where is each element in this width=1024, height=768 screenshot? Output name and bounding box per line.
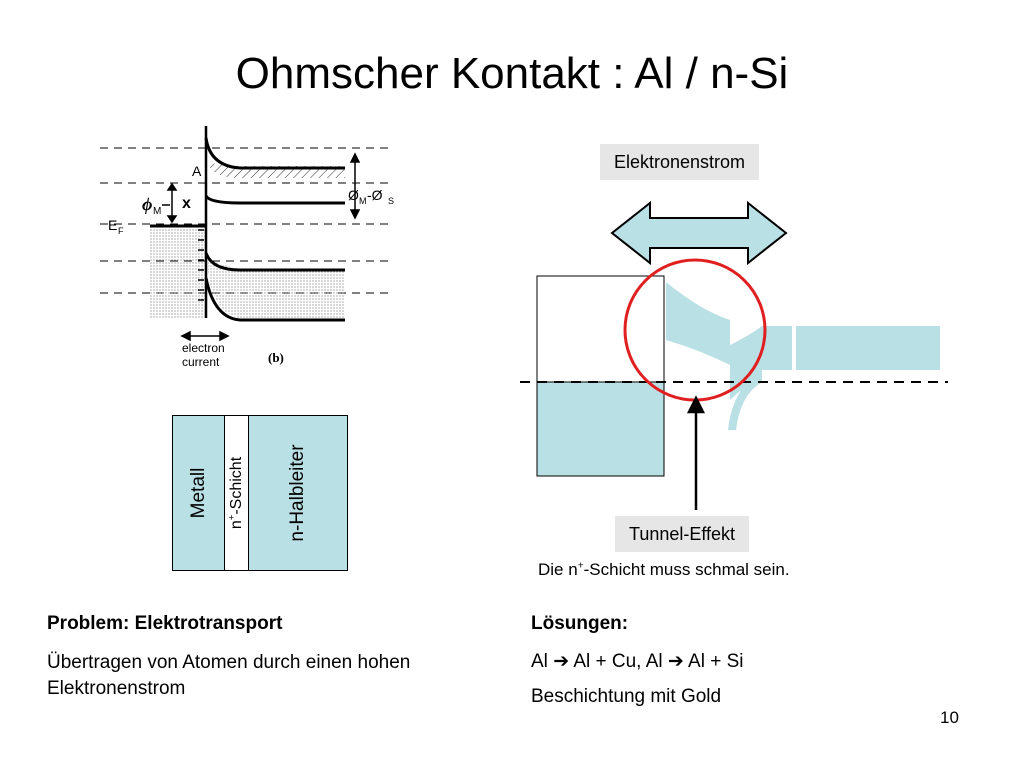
label-a: A [192,163,202,179]
arrow-icon: ➔ [667,651,684,672]
arrow-icon: ➔ [553,651,570,672]
caption-current: current [182,355,220,369]
caption-b: (b) [268,350,284,365]
tunnel-arrow [686,395,706,510]
valence-fill [208,258,345,318]
fermi-level-semi [204,195,345,205]
layer-metall: Metall [173,416,225,570]
metal-fill [150,226,206,318]
metall-label: Metall [187,467,209,519]
loesung-gold: Beschichtung mit Gold [531,686,722,707]
slide-title: Ohmscher Kontakt : Al / n-Si [235,49,789,98]
phi-m-arrow [166,182,178,224]
problem-heading: Problem: Elektrotransport [47,613,283,634]
page-number: 10 [940,708,959,727]
label-phi-diff-sub-s: S [388,196,394,206]
label-phi-m: ϕ [142,194,152,214]
tunnel-effekt-label: Tunnel-Effekt [615,516,750,552]
valence-band-upper [204,252,345,272]
layer-nplus: n+-Schicht [225,416,249,570]
band-bend-region [666,282,730,365]
band-diagram: A ϕ M x E F Ø M -Ø S electron current (b… [100,126,394,369]
caption-electron: electron [182,341,225,355]
metal-filled-part [536,381,665,477]
tunnel-schematic [520,200,948,510]
label-phi-diff-sub-m: M [359,196,367,206]
layer-nhalbleiter: n-Halbleiter [249,416,347,570]
valence-band-lower [204,277,345,322]
loesungen-heading: Lösungen: [531,613,629,634]
note-nplus-thin: Die n+-Schicht muss schmal sein. [538,560,790,579]
label-phi-diff: Ø [348,187,359,203]
layer-structure: Metall n+-Schicht n-Halbleiter [172,415,348,571]
label-phi-m-sub: M [153,206,161,217]
label-ef: E [108,217,117,233]
electron-current-arrow [180,330,230,342]
nhalbleiter-label: n-Halbleiter [287,444,308,542]
band-transition [762,326,792,370]
label-minus-phi: -Ø [367,187,383,203]
phi-diff-arrow [349,152,361,220]
nplus-label: n+-Schicht [226,456,245,530]
electron-flow-double-arrow [610,200,788,266]
loesung-alloy: Al ➔ Al + Cu, Al ➔ Al + Si [531,651,744,672]
label-ef-sub: F [118,226,124,236]
elektronenstrom-label: Elektronenstrom [600,144,760,180]
conduction-band [204,137,345,170]
problem-text: Übertragen von Atomen durch einen hohen … [47,652,411,699]
conduction-band-flat [796,326,940,370]
label-x: x [182,195,191,212]
band-tail [728,368,762,430]
